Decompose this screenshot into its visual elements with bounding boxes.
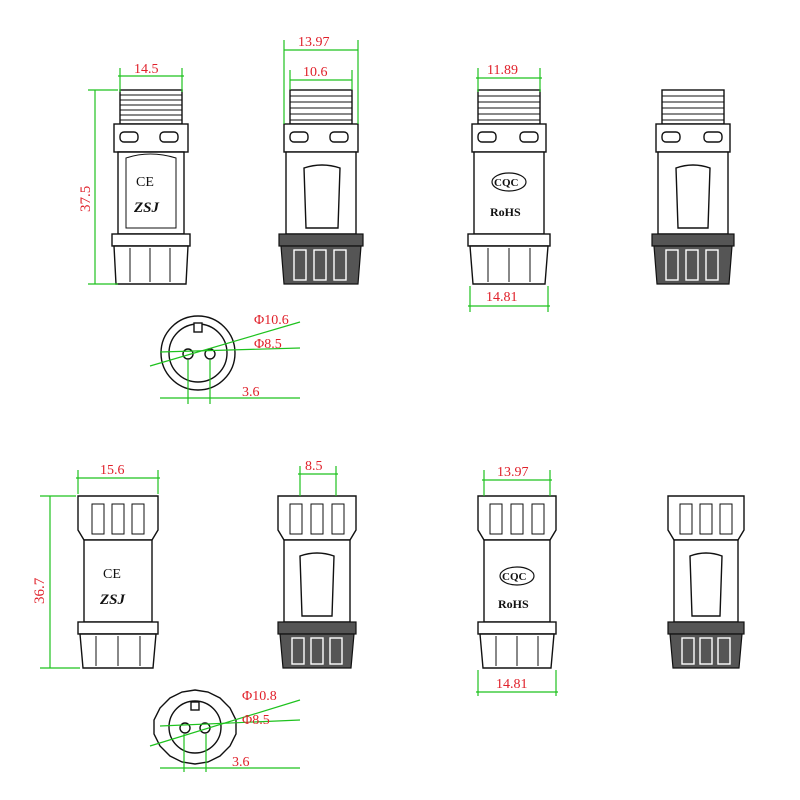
- top-connector-view-3: CQC RoHS 11.89 14.81: [467, 63, 551, 312]
- thread-section: [119, 89, 183, 125]
- pin-pitch-dimension: 3.6: [242, 385, 260, 400]
- brand-mark: ZSJ: [99, 592, 126, 608]
- top-pin-face-view: Φ10.6 Φ8.5 3.6: [149, 313, 301, 404]
- cqc-mark: CQC: [502, 571, 527, 583]
- bottom-socket-face-view: Φ10.8 Φ8.5 3.6: [149, 689, 301, 772]
- cqc-badge: [491, 172, 527, 192]
- height-dimension: 36.7: [32, 577, 48, 604]
- bottom-connector-view-1: CE ZSJ 15.6 36.7: [32, 463, 160, 669]
- inner-width-dimension: 10.6: [303, 65, 328, 80]
- cable-gland: [113, 245, 189, 285]
- width-dimension: 14.5: [134, 62, 159, 77]
- ce-mark: CE: [103, 567, 121, 582]
- cqc-badge: [499, 566, 535, 586]
- pin-pitch-dimension: 3.6: [232, 755, 250, 770]
- height-dimension: 37.5: [78, 186, 94, 212]
- outer-diameter-dimension: Φ10.6: [254, 313, 289, 328]
- bottom-connector-view-4: [667, 495, 745, 669]
- rohs-mark: RoHS: [498, 597, 529, 611]
- coupling-nut: [77, 495, 159, 541]
- connector-body: [473, 151, 545, 235]
- top-connector-view-1: CE ZSJ 14.5 37.5: [78, 62, 191, 285]
- outer-diameter-dimension: Φ10.8: [242, 689, 277, 704]
- inner-diameter-dimension: Φ8.5: [242, 713, 270, 728]
- ce-mark: CE: [136, 175, 154, 190]
- top-width-dimension: 13.97: [497, 465, 529, 480]
- cable-nut-rim: [111, 233, 191, 247]
- top-connector-view-2: 13.97 10.6: [278, 35, 364, 285]
- cable-nut-rim: [278, 233, 364, 247]
- width-dimension: 15.6: [100, 463, 125, 478]
- brand-mark: ZSJ: [133, 200, 160, 216]
- cable-gland: [280, 245, 362, 285]
- bottom-connector-view-2: 8.5: [277, 459, 357, 669]
- bottom-connector-view-3: CQC RoHS 13.97 14.81: [476, 465, 558, 696]
- inner-diameter-dimension: Φ8.5: [254, 337, 282, 352]
- top-width-dimension: 11.89: [487, 63, 518, 78]
- bottom-width-dimension: 14.81: [486, 290, 518, 305]
- outer-width-dimension: 13.97: [298, 35, 330, 50]
- top-width-dimension: 8.5: [305, 459, 323, 474]
- rohs-mark: RoHS: [490, 205, 521, 219]
- bottom-width-dimension: 14.81: [496, 677, 528, 692]
- connector-body: [117, 151, 185, 235]
- cqc-mark: CQC: [494, 177, 519, 189]
- latch-tab: [303, 164, 341, 229]
- top-connector-view-4: [651, 89, 735, 285]
